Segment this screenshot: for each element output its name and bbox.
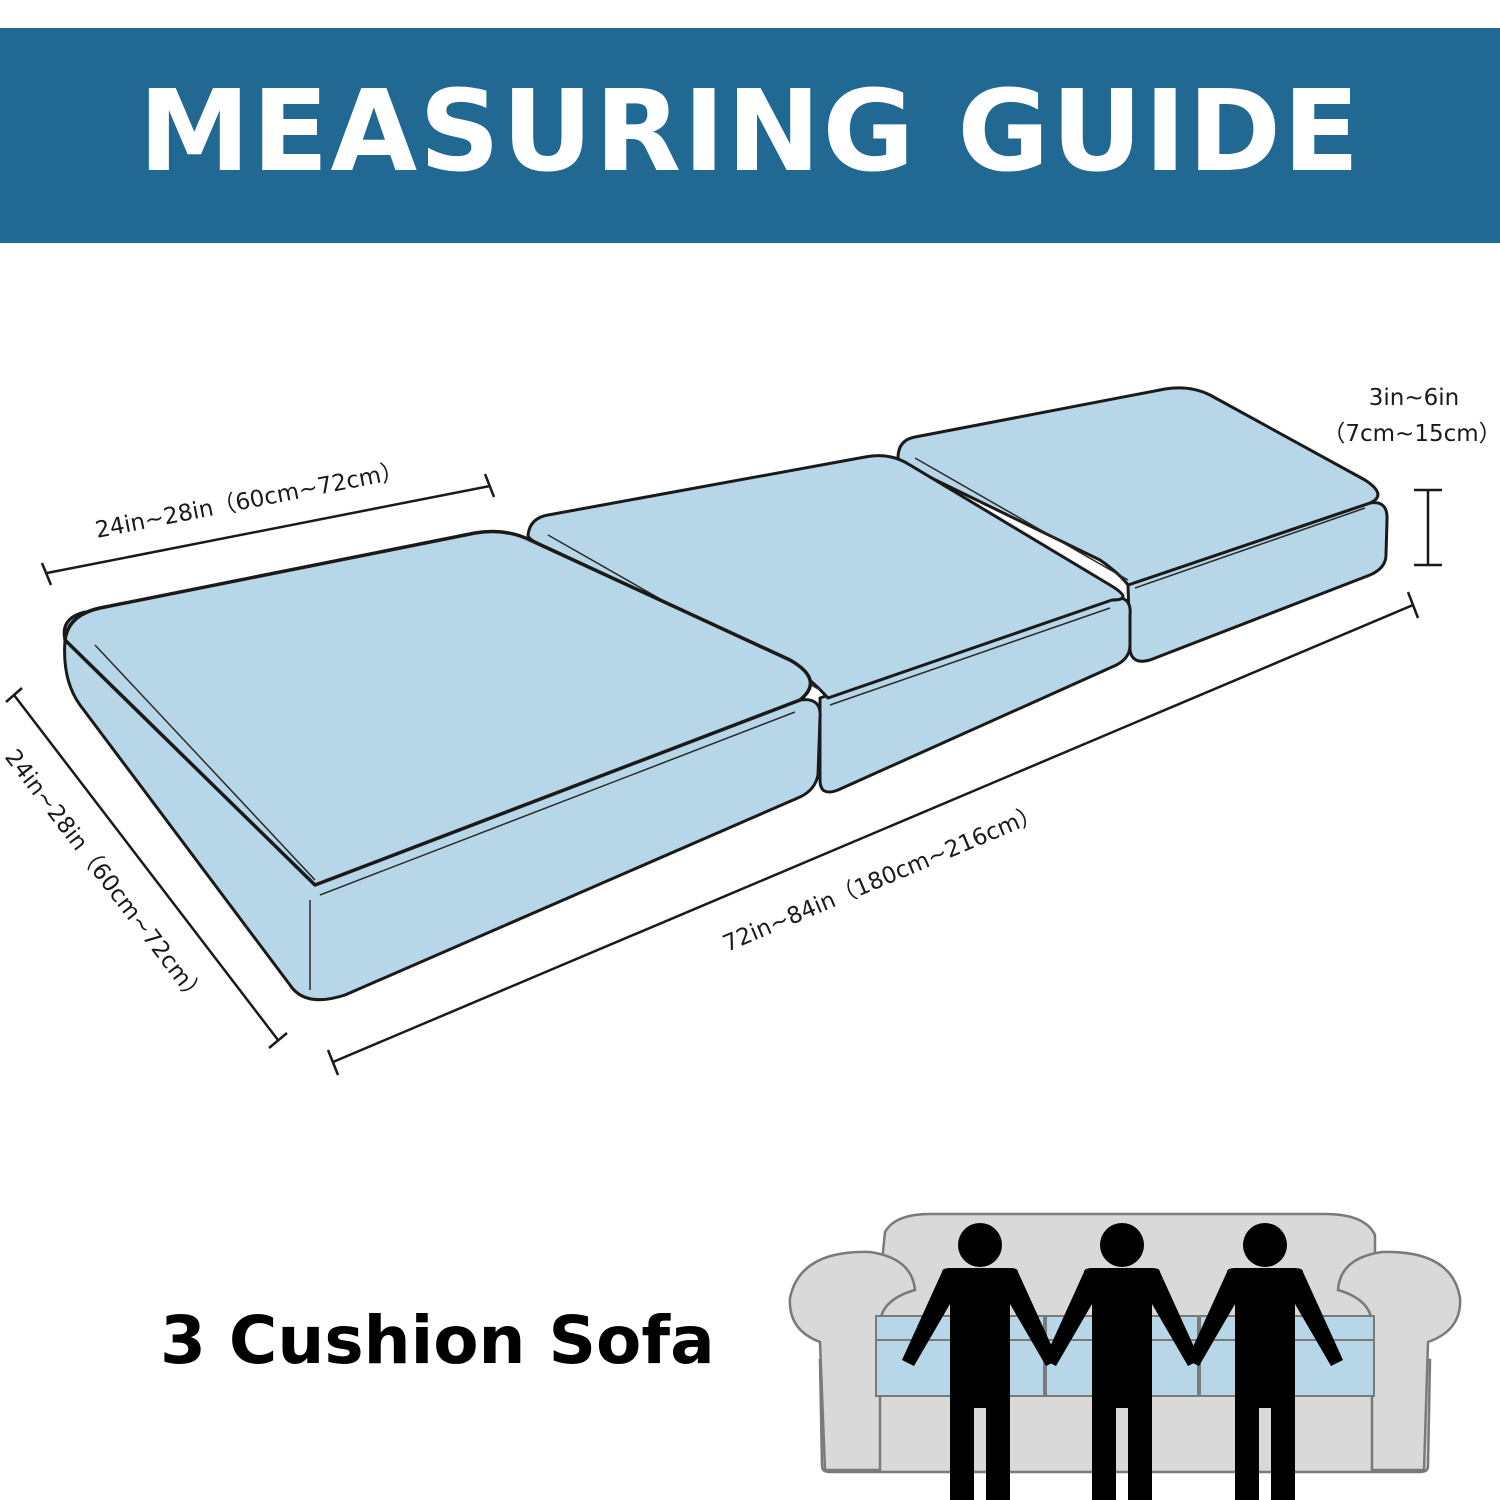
dimension-thickness [1414, 488, 1442, 567]
dimension-depth-top [40, 473, 496, 586]
cushion-2 [526, 454, 1132, 794]
cushion-3-side [1126, 501, 1389, 663]
cushion-1-top [63, 529, 813, 887]
sofa-arm-right [1336, 1250, 1462, 1472]
sofa-caption: 3 Cushion Sofa [160, 1302, 715, 1379]
depth-top-label: 24in~28in（60cm~72cm） [93, 458, 406, 544]
sofa-arm-left [788, 1250, 917, 1472]
thickness-cm-label: （7cm~15cm） [1322, 421, 1500, 447]
dimension-length [326, 591, 1420, 1076]
header-banner: MEASURING GUIDE [0, 28, 1500, 243]
thickness-in-label: 3in~6in [1369, 385, 1459, 411]
cushion-2-side [818, 596, 1132, 794]
page-title: MEASURING GUIDE [138, 66, 1362, 197]
cushion-1 [62, 529, 822, 1002]
dimension-depth-side [5, 687, 288, 1049]
